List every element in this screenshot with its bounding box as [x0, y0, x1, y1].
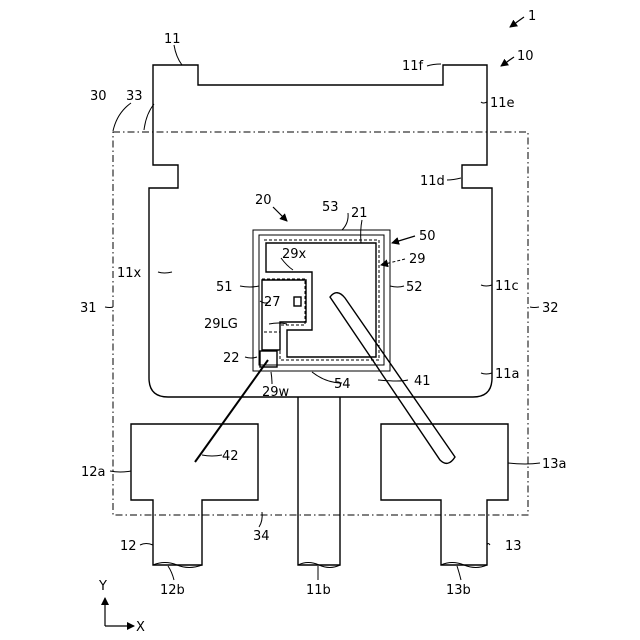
label-11c: 11c [495, 279, 519, 294]
label-11d: 11d [420, 174, 445, 189]
label-34: 34 [253, 529, 270, 544]
lead-11b [298, 397, 340, 565]
label-29: 29 [409, 252, 426, 267]
label-50: 50 [419, 229, 436, 244]
label-29LG: 29LG [204, 317, 238, 332]
label-22: 22 [223, 351, 240, 366]
label-11: 11 [164, 32, 181, 47]
label-12a: 12a [81, 465, 106, 480]
label-52: 52 [406, 280, 423, 295]
label-27: 27 [264, 295, 281, 310]
arrow-1 [510, 17, 524, 27]
resin-outline-30 [113, 132, 528, 515]
label-54: 54 [334, 377, 351, 392]
label-20: 20 [255, 193, 272, 208]
label-13: 13 [505, 539, 522, 554]
label-11e: 11e [490, 96, 515, 111]
label-41: 41 [414, 374, 431, 389]
label-13a: 13a [542, 457, 567, 472]
label-51: 51 [216, 280, 233, 295]
label-11b: 11b [306, 583, 331, 598]
lead-frame-11-outline [149, 65, 492, 397]
label-12b: 12b [160, 583, 185, 598]
label-11a: 11a [495, 367, 520, 382]
arrow-20 [273, 207, 287, 221]
label-13b: 13b [446, 583, 471, 598]
label-53: 53 [322, 200, 339, 215]
label-29w: 29w [262, 385, 290, 400]
pad-27 [294, 297, 301, 306]
electrode-29LG [262, 280, 306, 350]
label-42: 42 [222, 449, 239, 464]
label-33: 33 [126, 89, 143, 104]
label-12: 12 [120, 539, 137, 554]
label-31: 31 [80, 301, 97, 316]
label-32: 32 [542, 301, 559, 316]
arrow-50 [392, 236, 415, 243]
axis-label-y: Y [98, 579, 107, 594]
label-11x: 11x [117, 266, 142, 281]
arrow-29 [381, 259, 405, 265]
label-10: 10 [517, 49, 534, 64]
label-11f: 11f [402, 59, 424, 74]
leader-lines [105, 45, 540, 580]
xy-axis [105, 598, 134, 626]
arrow-10 [501, 57, 514, 66]
label-30: 30 [90, 89, 107, 104]
axis-label-x: X [136, 620, 145, 635]
label-29x: 29x [282, 247, 307, 262]
wire-42 [195, 360, 268, 462]
label-1: 1 [528, 9, 536, 24]
label-21: 21 [351, 206, 368, 221]
